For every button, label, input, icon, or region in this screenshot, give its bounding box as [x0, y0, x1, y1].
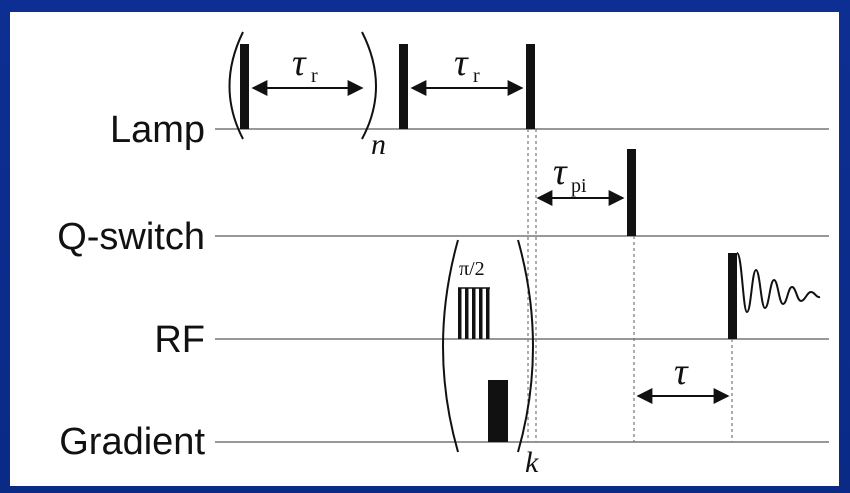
rf-pulse-bar-2 [465, 288, 469, 339]
diagram-panel: Lamp Q-switch RF Gradient τ r n τ r [10, 12, 839, 486]
lamp-pulse-3 [526, 44, 535, 129]
lamp-pulse-2 [399, 44, 408, 129]
qswitch-label: Q-switch [57, 216, 205, 258]
pulse-sequence-diagram: Lamp Q-switch RF Gradient τ r n τ r [57, 31, 829, 479]
repeat-n-label: n [371, 128, 386, 161]
rf-pulse-bar-5 [486, 288, 490, 339]
lamp-pulse-1 [240, 44, 249, 129]
fid-signal [736, 252, 821, 314]
gradient-pulse [488, 380, 508, 442]
lamp-left-paren [228, 31, 244, 140]
tau-r-symbol-2: τ [454, 42, 469, 84]
lamp-right-paren [361, 31, 377, 140]
rf-readout-pulse [728, 253, 737, 339]
tau-pi-sub: pi [571, 175, 587, 197]
rf-pulse-bar-4 [479, 288, 483, 339]
rf-pulse-bar-1 [458, 288, 462, 339]
rf-right-paren [517, 239, 534, 453]
tau-pi-symbol: τ [553, 151, 568, 193]
rf-left-paren [442, 239, 459, 453]
gradient-label: Gradient [59, 421, 205, 463]
tau-r-symbol-1: τ [292, 42, 307, 84]
repeat-k-label: k [525, 446, 539, 479]
tau-symbol: τ [674, 351, 689, 393]
tau-r-sub-2: r [473, 65, 480, 87]
rf-pulse-bar-3 [472, 288, 476, 339]
lamp-label: Lamp [110, 109, 205, 151]
rf-label: RF [154, 319, 205, 361]
tau-r-sub-1: r [311, 65, 318, 87]
qswitch-pulse [627, 149, 636, 236]
rf-pi2-label: π/2 [459, 258, 485, 280]
